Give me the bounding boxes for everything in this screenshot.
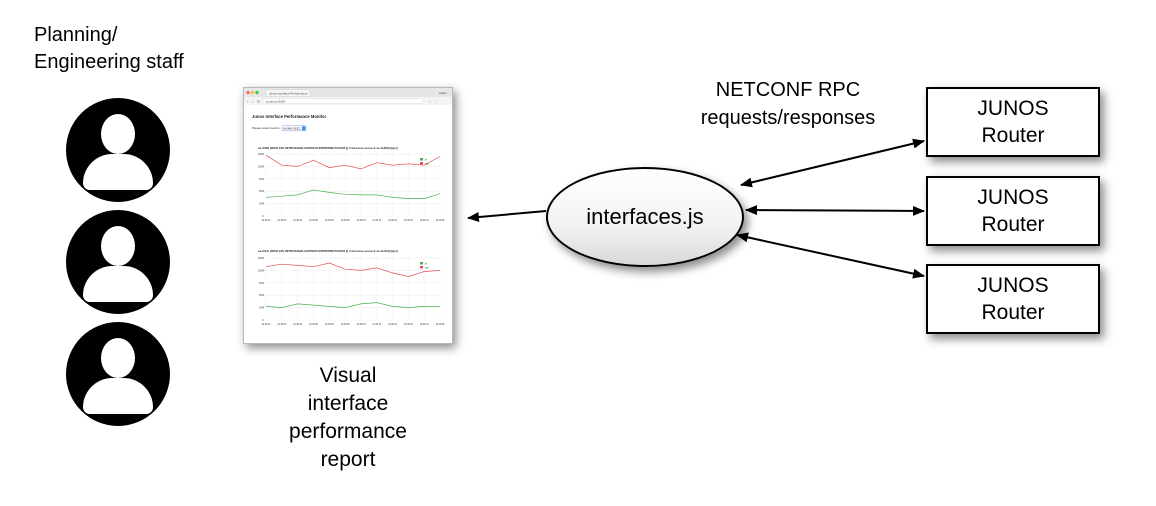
router-box: JUNOS Router — [926, 264, 1100, 334]
report-label: Visual interface performance report — [280, 362, 416, 474]
x-tick-label: 19:38:10 — [372, 220, 382, 222]
report-screenshot-canvas: Junos Interface Performance Adam ‹ › ↻ l… — [244, 88, 452, 326]
arrow-router-2 — [745, 205, 925, 216]
browser-url: localhost:8080 — [266, 99, 286, 103]
y-tick-label: 120M — [258, 268, 265, 272]
browser-user-name: Adam — [439, 91, 447, 95]
x-tick-label: 19:38:56 — [436, 220, 446, 222]
y-tick-label: 90M — [259, 281, 264, 285]
close-window-icon — [246, 90, 250, 95]
user-icon — [66, 322, 170, 426]
x-tick-label: 19:38:03 — [277, 324, 287, 326]
arrow-router-3 — [736, 232, 925, 279]
report-screenshot: Junos Interface Performance Adam ‹ › ↻ l… — [243, 87, 453, 344]
x-tick-label: 19:38:20 — [309, 324, 319, 326]
netconf-rpc-label: NETCONF RPC requests/responses — [700, 79, 876, 129]
browser-tab-title: Junos Interface Performance — [269, 92, 308, 96]
legend-in-swatch — [420, 262, 423, 265]
x-tick-label: 19:38:20 — [309, 220, 319, 222]
x-tick-label: 19:38:38 — [325, 324, 335, 326]
legend-in-swatch — [420, 158, 423, 161]
bookmark-icon: ☆ — [428, 100, 432, 104]
back-icon: ‹ — [247, 99, 249, 104]
legend-out-label: out — [425, 161, 429, 165]
y-tick-label: 150M — [258, 256, 265, 260]
x-tick-label: 19:38:09 — [356, 220, 366, 222]
chevron-down-icon — [302, 126, 306, 131]
x-tick-label: 19:38:14 — [293, 324, 303, 326]
x-tick-label: 19:34:02 — [262, 324, 272, 326]
y-tick-label: 90M — [259, 177, 264, 181]
x-tick-label: 19:38:33 — [404, 220, 414, 222]
y-tick-label: 0 — [263, 318, 265, 322]
x-tick-label: 19:38:48 — [341, 220, 351, 222]
arrow-to-report — [467, 210, 547, 222]
interfaces-js-node: interfaces.js — [546, 167, 744, 267]
x-tick-label: 19:38:03 — [277, 220, 287, 222]
x-tick-label: 19:38:14 — [293, 220, 303, 222]
browser-title-bar — [244, 88, 452, 97]
x-tick-label: 19:38:21 — [388, 220, 398, 222]
report-label-text: Visual interface performance report — [289, 364, 407, 471]
x-tick-label: 19:38:44 — [420, 324, 430, 326]
legend-out-label: out — [425, 265, 429, 269]
minimize-window-icon — [250, 90, 255, 95]
maximize-window-icon — [255, 90, 259, 95]
chart-1-title: xe-0/0/0 (WAN 10G INTR3/10GELAN/30219 IN… — [258, 146, 398, 150]
legend-out-swatch — [420, 266, 423, 269]
chart-1: 150M 120M 90M 60M 30M 0 19:34:02 19:38:03 19:38:… — [258, 152, 446, 222]
browser-menu-icon: ⋮ — [435, 100, 439, 104]
device-select — [281, 125, 307, 132]
x-tick-label: 19:34:02 — [262, 220, 272, 222]
x-tick-label: 19:38:48 — [341, 324, 351, 326]
reload-icon: ↻ — [257, 99, 260, 104]
y-tick-label: 0 — [263, 214, 265, 218]
device-select-value: MX480-SEE2 — [284, 127, 301, 131]
chart-2: 150M 120M 90M 60M 30M 0 19:34:02 19:38:03 19:38:… — [258, 256, 446, 326]
y-tick-label: 30M — [259, 202, 264, 206]
staff-label: Planning/ Engineering staff — [34, 24, 184, 73]
x-tick-label: 19:38:44 — [420, 220, 430, 222]
x-tick-label: 19:38:56 — [436, 324, 446, 326]
arrow-router-1 — [740, 138, 925, 188]
legend-in-label: in — [425, 157, 428, 161]
legend-out-swatch — [420, 162, 423, 165]
in-series-line — [265, 302, 440, 308]
report-heading: Junos Interface Performance Monitor — [252, 114, 327, 119]
in-series-line — [265, 189, 441, 199]
user-icon — [66, 98, 170, 202]
x-tick-label: 19:38:10 — [372, 324, 382, 326]
y-tick-label: 60M — [259, 189, 264, 193]
router-box: JUNOS Router — [926, 176, 1100, 246]
x-tick-label: 19:38:38 — [325, 220, 335, 222]
interfaces-js-label: interfaces.js — [586, 204, 704, 229]
x-tick-label: 19:38:09 — [356, 324, 366, 326]
legend-in-label: in — [425, 261, 428, 265]
forward-icon: › — [252, 99, 254, 104]
y-tick-label: 150M — [258, 152, 265, 156]
x-tick-label: 19:38:21 — [388, 324, 398, 326]
y-tick-label: 30M — [259, 306, 264, 310]
router-box: JUNOS Router — [926, 87, 1100, 157]
out-series-line — [265, 154, 441, 170]
browser-tab — [265, 89, 311, 97]
x-tick-label: 19:38:33 — [404, 324, 414, 326]
y-tick-label: 60M — [259, 293, 264, 297]
browser-address-bar — [262, 98, 424, 104]
out-series-line — [265, 262, 441, 277]
device-prompt: Please select device: — [252, 126, 280, 130]
user-icon — [66, 210, 170, 314]
chart-2-title: xe-0/1/0 (WAN 10G INTR3/10GELAN/30220 IN… — [258, 249, 398, 253]
y-tick-label: 120M — [258, 164, 265, 168]
